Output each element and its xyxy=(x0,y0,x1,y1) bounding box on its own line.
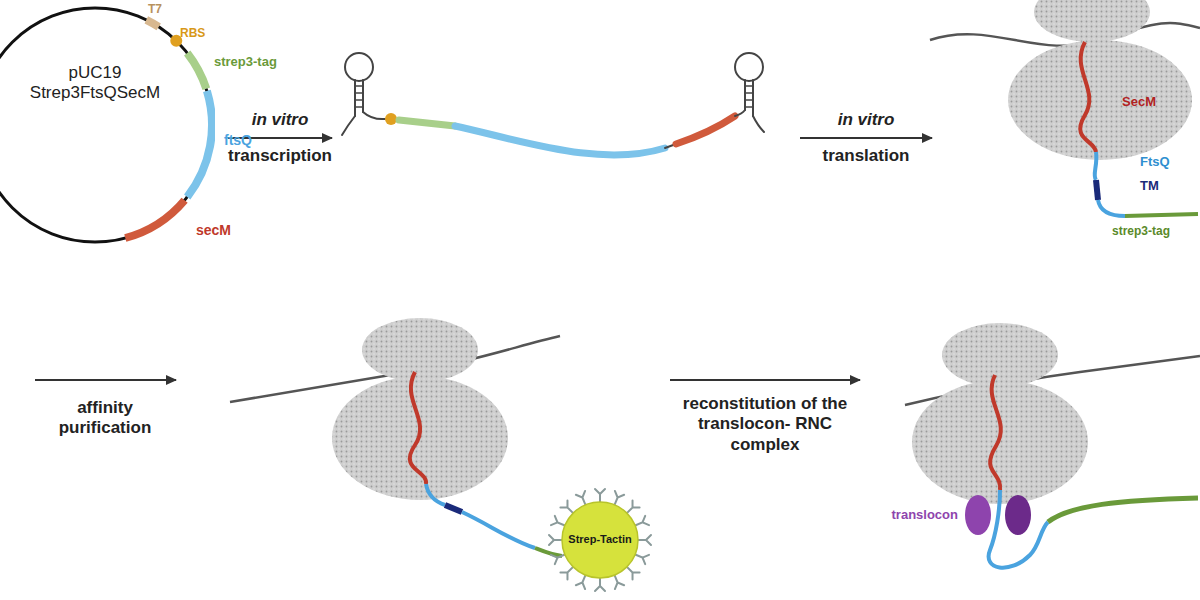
node-text: pUC19 Strep3FtsQSecM xyxy=(15,63,175,104)
step-label: reconstitution of the translocon- RNC co… xyxy=(680,394,850,455)
ribosome xyxy=(930,0,1200,216)
part-label: translation xyxy=(823,146,910,166)
part-label: TM xyxy=(1140,178,1159,194)
process-arrow xyxy=(800,137,932,139)
affinity-bead: Strep-Tactin xyxy=(545,485,655,595)
part-label: strep3-tag xyxy=(1112,224,1170,238)
step-label: affinity purification xyxy=(40,398,170,439)
ribosome xyxy=(230,318,562,556)
part-label: secM xyxy=(196,222,231,239)
ribosome xyxy=(905,323,1200,568)
node-outline xyxy=(0,5,215,245)
part-label: in vitro xyxy=(252,110,309,130)
part-label: transcription xyxy=(228,146,332,166)
part-label: in vitro xyxy=(838,110,895,130)
part-label: RBS xyxy=(180,26,205,40)
mrna xyxy=(342,53,764,155)
translocon-subunit xyxy=(1005,495,1031,535)
part-label: strep3-tag xyxy=(214,54,277,70)
translocon-subunit xyxy=(965,495,991,535)
part-label: SecM xyxy=(1122,94,1156,110)
plasmid-circle: pUC19 Strep3FtsQSecM xyxy=(0,5,215,245)
process-arrow xyxy=(35,379,176,381)
part-label: translocon xyxy=(892,507,958,523)
part-label: FtsQ xyxy=(1140,154,1170,170)
node-text: Strep-Tactin xyxy=(560,533,640,546)
part-label: T7 xyxy=(148,2,162,16)
process-arrow xyxy=(670,379,860,381)
